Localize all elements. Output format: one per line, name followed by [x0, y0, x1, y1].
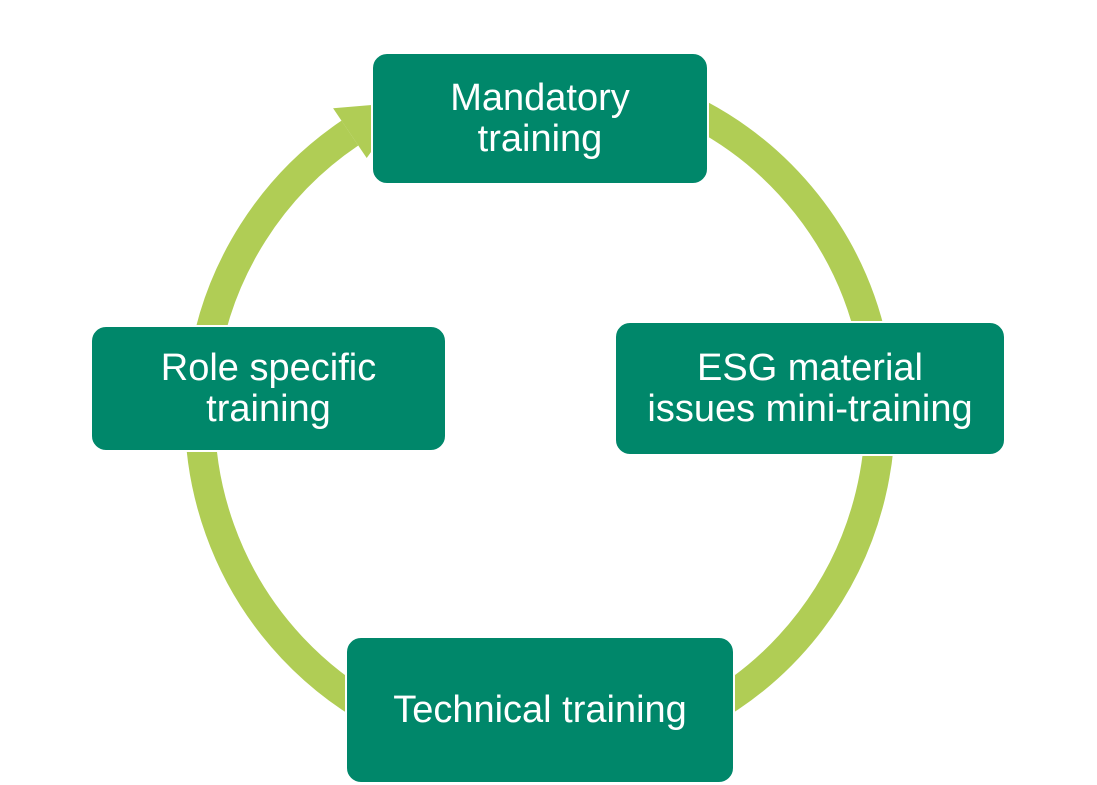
node-label-line: Role specific: [160, 346, 377, 389]
node-label-line: issues mini-training: [647, 387, 973, 430]
node-label-line: training: [477, 117, 603, 160]
node-esg-material-issues: ESG material issues mini-training: [614, 321, 1006, 456]
node-label-line: Mandatory: [450, 76, 630, 119]
node-label-line: ESG material: [697, 346, 923, 389]
node-role-specific-training: Role specific training: [90, 325, 447, 452]
node-label-line: Technical training: [393, 688, 687, 731]
node-technical-training: Technical training: [345, 636, 735, 784]
node-label-line: training: [206, 387, 331, 430]
node-mandatory-training: Mandatory training: [371, 52, 709, 185]
